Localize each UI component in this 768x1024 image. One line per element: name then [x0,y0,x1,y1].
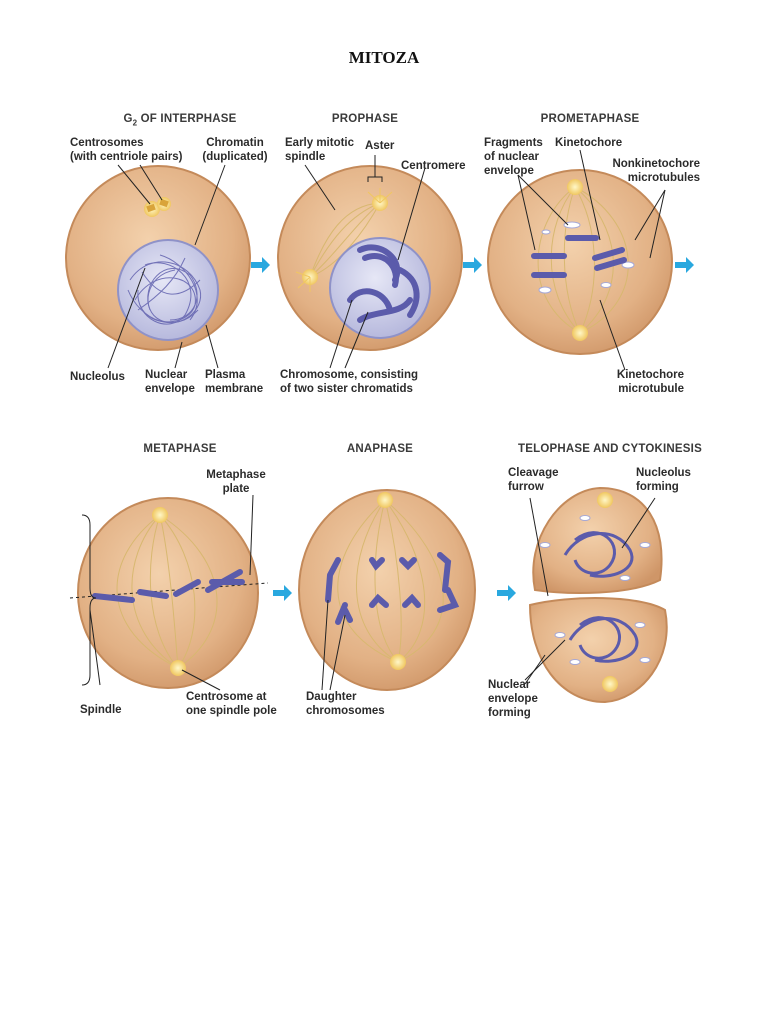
label-kinetochore: Kinetochore [555,137,623,149]
label-centrosome-spindle-pole: Centrosome at one spindle pole [186,691,277,717]
stage-title-prophase: PROPHASE [331,113,399,125]
label-centromere: Centromere [401,160,466,172]
label-nucleolus: Nucleolus [70,371,125,383]
label-chromosome: Chromosome, consisting of two sister chr… [280,369,419,395]
label-aster: Aster [365,140,395,152]
arrow-icon [675,257,694,273]
cell-metaphase [69,497,269,689]
label-metaphase-plate: Metaphase plate [206,469,266,495]
cell-g2-interphase [65,165,251,351]
arrow-icon [273,585,292,601]
arrow-icon [251,257,270,273]
label-daughter-chromosomes: Daughter chromosomes [306,691,385,717]
label-kinetochore-microtubule: Kinetochore microtubule [616,369,684,395]
cell-anaphase [298,489,476,691]
label-fragments-nuclear-envelope: Fragments of nuclear envelope [484,137,543,177]
stage-title-telophase: TELOPHASE AND CYTOKINESIS [518,443,702,455]
stage-title-prometaphase: PROMETAPHASE [540,113,640,125]
label-nuclear-envelope-forming: Nuclear envelope forming [488,679,538,719]
cell-telophase [528,486,668,704]
label-plasma-membrane: Plasma membrane [205,369,264,395]
label-cleavage-furrow: Cleavage furrow [508,467,559,493]
arrow-icon [463,257,482,273]
arrow-icon [497,585,516,601]
label-nonkinetochore-microtubules: Nonkinetochore microtubules [612,158,700,184]
label-centrosomes: Centrosomes (with centriole pairs) [70,137,183,163]
stage-title-anaphase: ANAPHASE [346,443,414,455]
cell-prometaphase [487,169,673,355]
label-early-mitotic-spindle: Early mitotic spindle [285,137,355,163]
page-title: MITOZA [348,48,420,67]
label-spindle: Spindle [80,704,122,716]
label-chromatin: Chromatin (duplicated) [202,137,268,163]
stage-title-g2-interphase: G2 OF INTERPHASE [123,113,237,128]
label-nucleolus-forming: Nucleolus forming [636,467,691,493]
cell-prophase [277,165,463,351]
stage-title-metaphase: METAPHASE [143,443,217,455]
label-nuclear-envelope: Nuclear envelope [145,369,195,395]
